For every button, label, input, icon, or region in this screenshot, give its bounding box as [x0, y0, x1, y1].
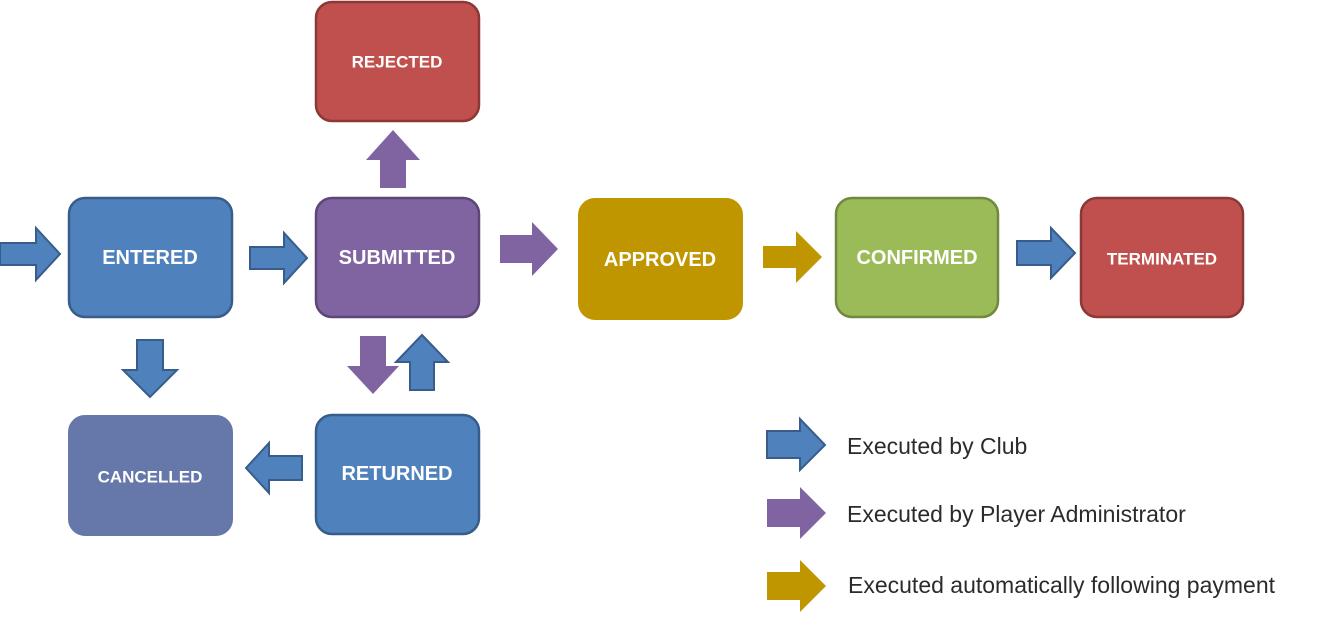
- state-terminated: TERMINATED: [1079, 196, 1245, 319]
- state-entered-label: ENTERED: [102, 247, 198, 269]
- arrow-submitted-to-approved-icon: [500, 222, 558, 276]
- state-submitted-label: SUBMITTED: [339, 247, 456, 269]
- legend-club-label: Executed by Club: [847, 433, 1027, 459]
- legend-item-auto: Executed automatically following payment: [767, 560, 1276, 612]
- legend-club-arrow-icon: [766, 416, 827, 473]
- arrow-submitted-to-rejected-icon: [366, 130, 420, 188]
- arrow-entered-to-cancelled-icon: [120, 339, 180, 399]
- arrow-returned-to-cancelled-icon: [244, 440, 303, 496]
- legend: Executed by Club Executed by Player Admi…: [766, 416, 1276, 612]
- legend-item-admin: Executed by Player Administrator: [767, 487, 1186, 539]
- arrow-approved-to-confirmed-icon: [763, 231, 822, 283]
- legend-auto-arrow-icon: [767, 560, 826, 612]
- state-rejected-label: REJECTED: [352, 53, 443, 72]
- arrow-confirmed-to-terminated-icon: [1016, 225, 1077, 281]
- arrow-entry-icon: [0, 225, 62, 283]
- state-rejected: REJECTED: [314, 0, 481, 123]
- state-entered: ENTERED: [67, 196, 234, 319]
- state-terminated-label: TERMINATED: [1107, 250, 1217, 269]
- state-confirmed-label: CONFIRMED: [856, 247, 977, 269]
- arrow-submitted-to-returned-icon: [347, 336, 399, 394]
- legend-auto-label: Executed automatically following payment: [848, 572, 1276, 598]
- legend-admin-label: Executed by Player Administrator: [847, 501, 1186, 527]
- legend-admin-arrow-icon: [767, 487, 826, 539]
- state-returned: RETURNED: [314, 413, 481, 536]
- state-submitted: SUBMITTED: [314, 196, 481, 319]
- state-cancelled: CANCELLED: [68, 415, 233, 536]
- state-returned-label: RETURNED: [341, 463, 452, 485]
- state-confirmed: CONFIRMED: [834, 196, 1000, 319]
- state-approved-label: APPROVED: [604, 249, 716, 271]
- legend-item-club: Executed by Club: [766, 416, 1027, 473]
- arrow-entered-to-submitted-icon: [249, 230, 309, 286]
- arrow-returned-to-submitted-icon: [393, 333, 451, 391]
- state-approved: APPROVED: [578, 198, 743, 320]
- state-cancelled-label: CANCELLED: [98, 468, 203, 487]
